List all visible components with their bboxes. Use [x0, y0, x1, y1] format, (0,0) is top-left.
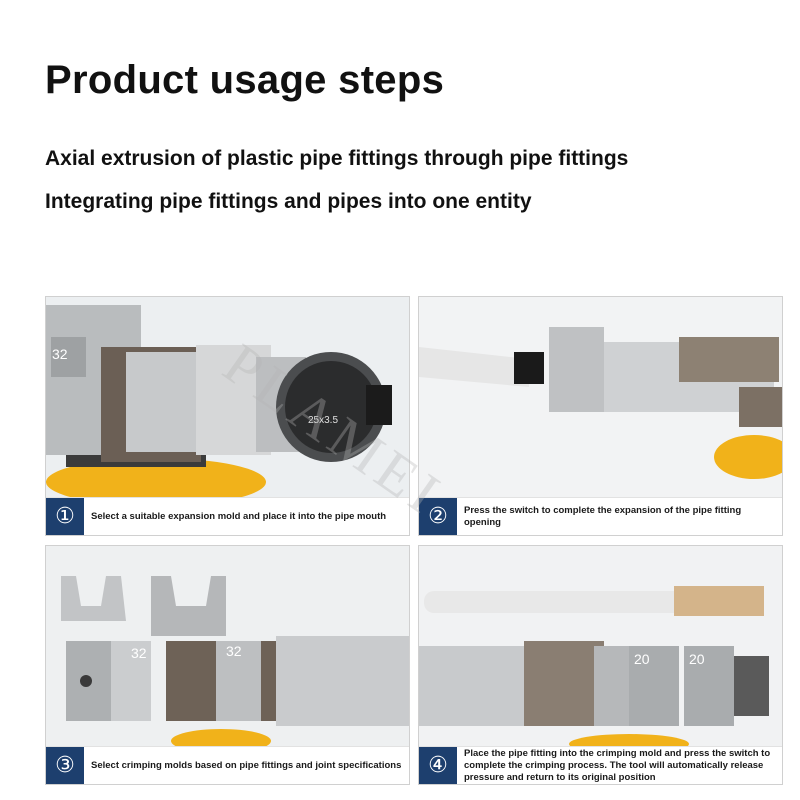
- step-3-caption-bar: ③ Select crimping molds based on pipe fi…: [46, 746, 409, 784]
- step-3-die-label-b: 32: [226, 643, 242, 659]
- step-1-number-badge: ①: [46, 498, 84, 535]
- step-3-caption: Select crimping molds based on pipe fitt…: [91, 760, 402, 772]
- step-4-panel: 20 20 ④ Place the pipe fitting into the …: [418, 545, 783, 785]
- step-4-photo: 20 20: [419, 546, 782, 746]
- subtitle-line-1: Axial extrusion of plastic pipe fittings…: [45, 147, 629, 170]
- step-4-die-label-a: 20: [634, 651, 650, 667]
- step-2-caption: Press the switch to complete the expansi…: [464, 505, 742, 528]
- step-4-caption-bar: ④ Place the pipe fitting into the crimpi…: [419, 746, 782, 784]
- step-1-photo: 32 25x3.5: [46, 297, 409, 497]
- step-4-number-badge: ④: [419, 747, 457, 784]
- step-4-die-label-b: 20: [689, 651, 705, 667]
- step-2-panel: ② Press the switch to complete the expan…: [418, 296, 783, 536]
- subtitle-line-2: Integrating pipe fittings and pipes into…: [45, 190, 532, 213]
- step-2-number-badge: ②: [419, 498, 457, 535]
- svg-text:32: 32: [52, 346, 68, 362]
- page-title: Product usage steps: [45, 58, 445, 102]
- step-1-die-label: 25x3.5: [308, 415, 338, 426]
- step-3-panel: 32 32 ③ Select crimping molds based on p…: [45, 545, 410, 785]
- step-3-die-label-a: 32: [131, 645, 147, 661]
- step-3-number-badge: ③: [46, 747, 84, 784]
- step-2-caption-bar: ② Press the switch to complete the expan…: [419, 497, 782, 535]
- step-2-photo: [419, 297, 782, 497]
- step-1-panel: 32 25x3.5 ① Select a suitable expansion …: [45, 296, 410, 536]
- step-3-photo: 32 32: [46, 546, 409, 746]
- step-1-caption: Select a suitable expansion mold and pla…: [91, 511, 387, 523]
- step-4-caption: Place the pipe fitting into the crimping…: [464, 748, 771, 783]
- step-1-caption-bar: ① Select a suitable expansion mold and p…: [46, 497, 409, 535]
